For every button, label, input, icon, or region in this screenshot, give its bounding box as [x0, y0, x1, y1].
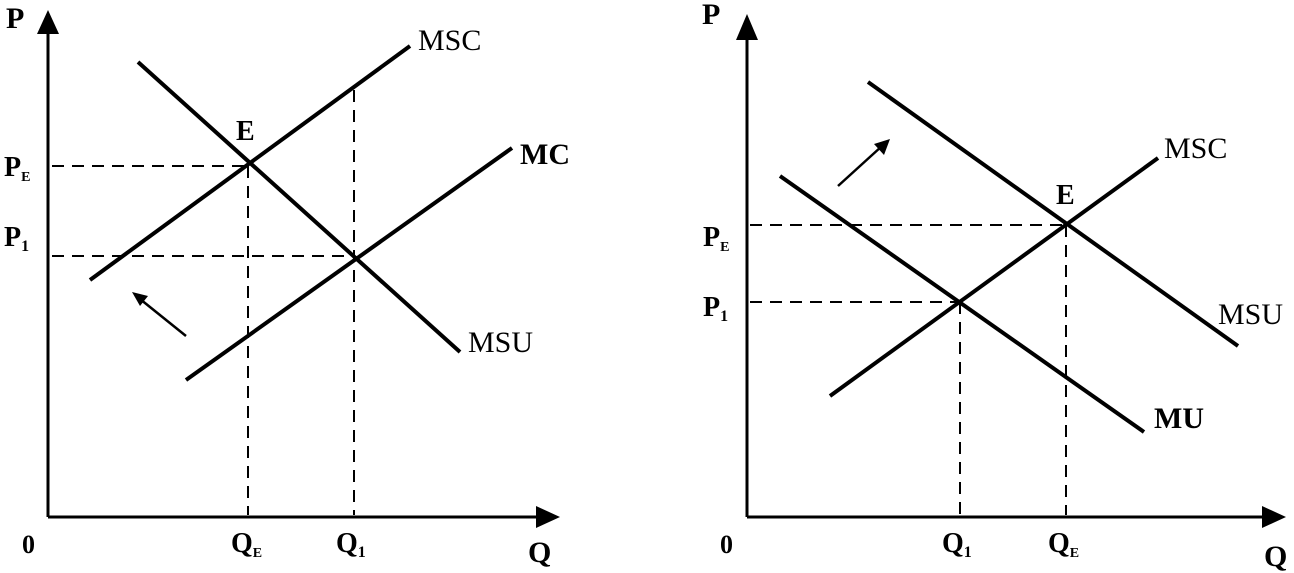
right-pe-label: PE: [703, 222, 729, 255]
right-msu-label: MSU: [1218, 298, 1283, 331]
right-x-axis-arrowhead: [1262, 506, 1286, 528]
right-msc-curve: [828, 156, 1160, 398]
left-qe-label: QE: [231, 528, 262, 561]
left-y-axis-label: P: [6, 2, 24, 35]
left-x-axis-arrowhead: [536, 506, 560, 528]
right-qe-label: QE: [1048, 528, 1079, 561]
right-y-axis-arrowhead: [736, 14, 758, 40]
right-msc-label: MSC: [1164, 132, 1227, 165]
left-equilibrium-label: E: [236, 116, 255, 147]
right-panel: P Q 0 MSC MSU MU E PE P1 Q1 QE: [702, 0, 1287, 573]
left-mc-label: MC: [520, 138, 570, 171]
left-x-axis-label: Q: [528, 536, 551, 569]
left-msc-label: MSC: [418, 24, 481, 57]
right-shift-arrow: [837, 145, 883, 187]
left-shift-arrow: [139, 298, 187, 337]
right-mu-curve: [778, 174, 1146, 434]
left-p1-label: P1: [4, 222, 29, 255]
left-y-axis-arrowhead: [37, 10, 59, 34]
right-origin-label: 0: [720, 530, 733, 559]
right-p1-label: P1: [703, 292, 728, 325]
left-panel: P Q 0 MSC MC MSU E PE P1 QE Q1: [4, 2, 570, 569]
right-equilibrium-label: E: [1056, 180, 1075, 211]
left-q1-label: Q1: [336, 528, 366, 561]
left-msu-label: MSU: [468, 326, 533, 359]
right-mu-label: MU: [1154, 402, 1204, 435]
left-shift-arrowhead: [132, 292, 148, 306]
left-pe-label: PE: [4, 152, 30, 185]
right-q1-label: Q1: [942, 528, 972, 561]
left-msu-curve: [136, 60, 462, 354]
left-mc-curve: [184, 146, 514, 382]
right-x-axis-label: Q: [1264, 540, 1287, 573]
right-y-axis-label: P: [702, 0, 720, 31]
right-shift-arrowhead: [874, 139, 890, 155]
left-origin-label: 0: [22, 530, 35, 559]
right-msu-curve: [866, 80, 1240, 348]
